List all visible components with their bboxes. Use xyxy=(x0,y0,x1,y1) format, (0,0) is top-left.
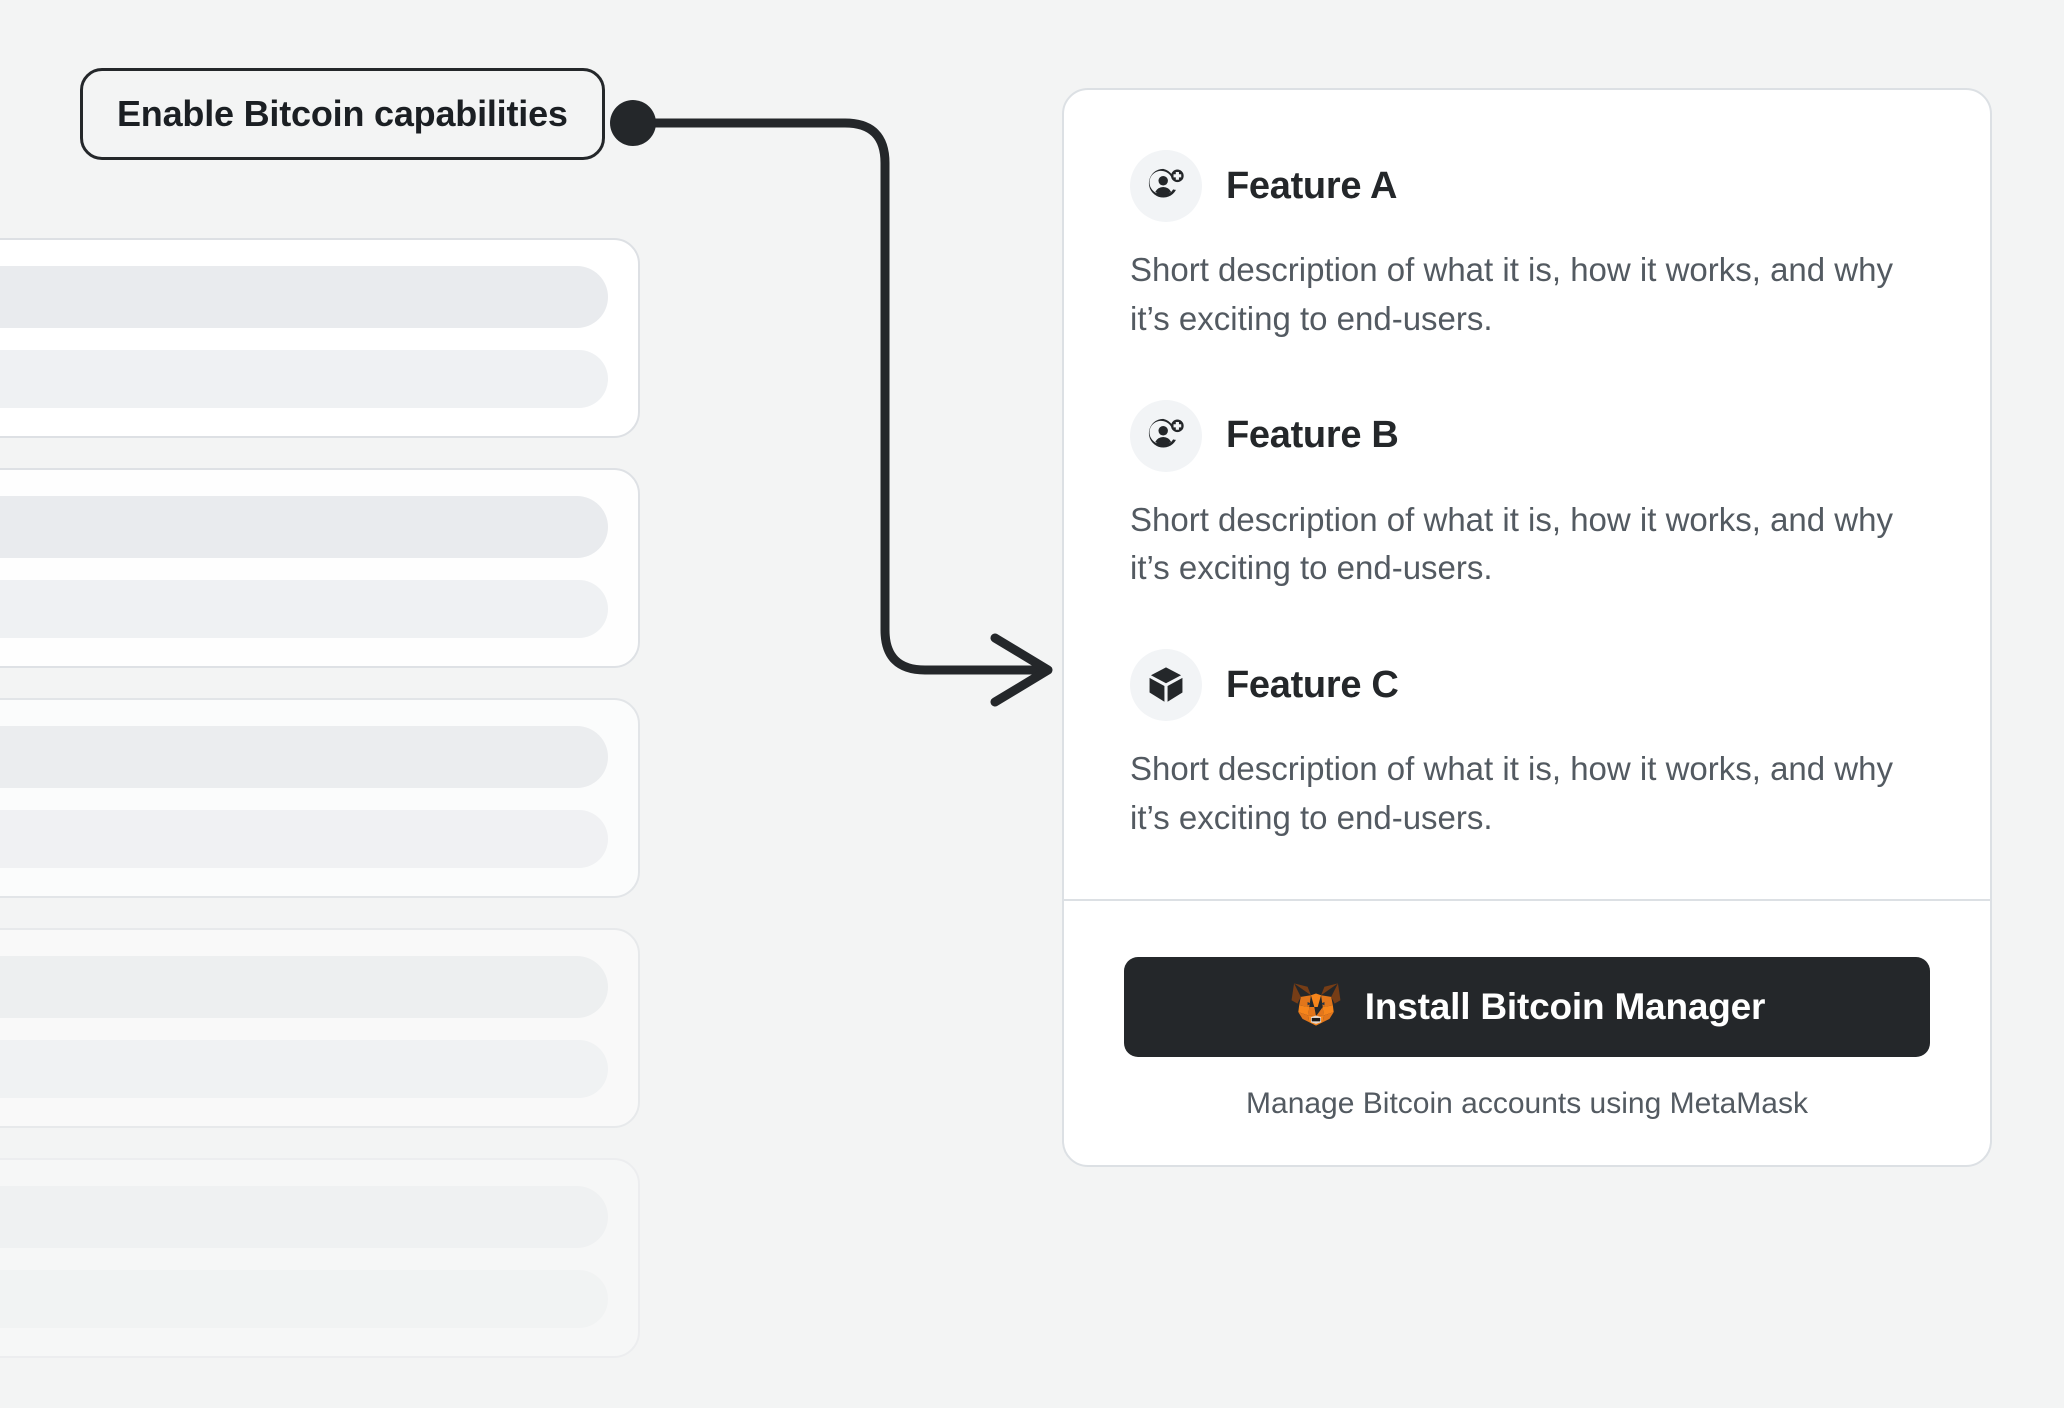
card-footer: Install Bitcoin Manager Manage Bitcoin a… xyxy=(1064,901,1990,1165)
feature-header: Feature A xyxy=(1130,150,1924,222)
skeleton-list xyxy=(0,0,660,1408)
skeleton-bar xyxy=(0,726,608,788)
skeleton-bar xyxy=(0,956,608,1018)
feature-title: Feature B xyxy=(1226,414,1399,457)
feature-header: Feature B xyxy=(1130,399,1924,472)
install-bitcoin-manager-button[interactable]: Install Bitcoin Manager xyxy=(1124,956,1930,1057)
feature-description: Short description of what it is, how it … xyxy=(1130,251,1893,337)
card-divider xyxy=(1064,898,1990,901)
skeleton-bar xyxy=(0,1186,608,1248)
feature-item-c: Feature C Short description of what it i… xyxy=(1130,649,1924,843)
user-add-icon xyxy=(1130,150,1202,222)
skeleton-bar xyxy=(0,1270,608,1328)
skeleton-bar xyxy=(0,266,608,328)
skeleton-bar xyxy=(0,810,608,868)
skeleton-bar xyxy=(0,350,608,408)
annotation-label: Enable Bitcoin capabilities xyxy=(117,93,568,134)
skeleton-card xyxy=(0,698,640,898)
feature-title: Feature C xyxy=(1226,663,1399,706)
skeleton-card xyxy=(0,1158,640,1358)
skeleton-card xyxy=(0,928,640,1128)
feature-description: Short description of what it is, how it … xyxy=(1130,750,1893,837)
feature-header: Feature C xyxy=(1130,649,1924,722)
user-add-icon xyxy=(1130,399,1202,472)
skeleton-card xyxy=(0,238,640,438)
feature-item-b: Feature B Short description of what it i… xyxy=(1130,399,1924,594)
metamask-fox-icon xyxy=(1289,981,1343,1033)
feature-list: Feature A Short description of what it i… xyxy=(1064,90,1990,899)
feature-item-a: Feature A Short description of what it i… xyxy=(1130,150,1924,344)
install-button-label: Install Bitcoin Manager xyxy=(1364,985,1766,1027)
skeleton-card xyxy=(0,468,640,668)
skeleton-bar xyxy=(0,496,608,558)
annotation-callout: Enable Bitcoin capabilities xyxy=(80,68,605,160)
skeleton-bar xyxy=(0,580,608,638)
cube-icon xyxy=(1130,649,1202,722)
feature-title: Feature A xyxy=(1226,164,1398,207)
feature-description: Short description of what it is, how it … xyxy=(1130,500,1893,587)
feature-card: Feature A Short description of what it i… xyxy=(1062,88,1992,1167)
skeleton-bar xyxy=(0,1040,608,1098)
footer-caption: Manage Bitcoin accounts using MetaMask xyxy=(1246,1086,1808,1120)
